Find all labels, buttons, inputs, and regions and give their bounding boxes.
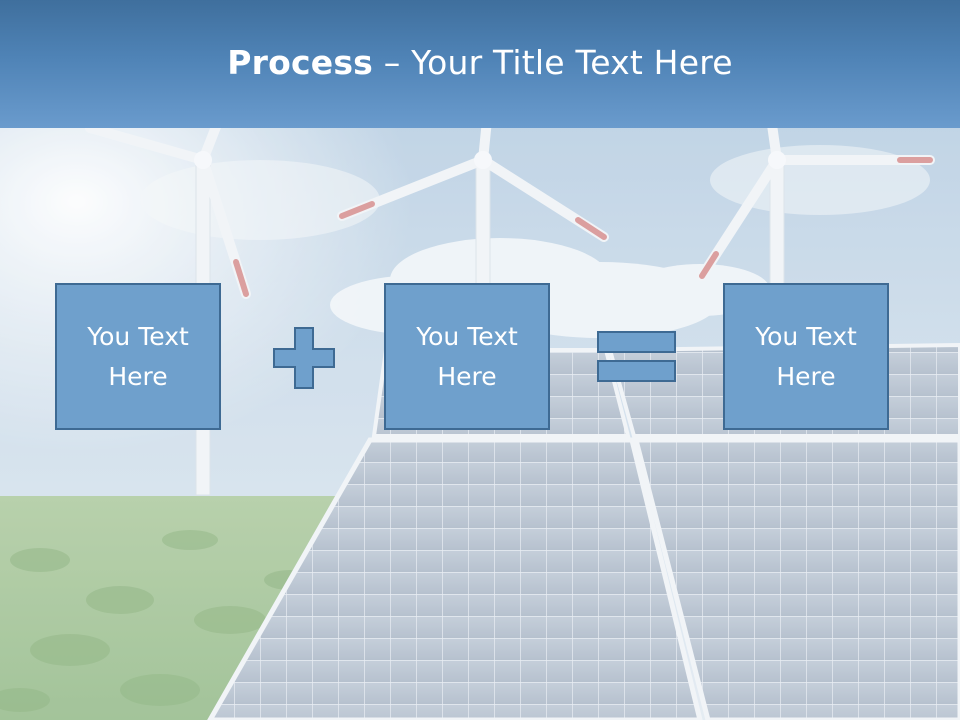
process-box-1[interactable]: You Text Here xyxy=(55,283,221,430)
process-box-1-line1: You Text xyxy=(87,321,189,351)
process-box-3-line2: Here xyxy=(776,361,836,391)
process-box-3[interactable]: You Text Here xyxy=(723,283,889,430)
slide-title: Process – Your Title Text Here xyxy=(227,43,733,82)
title-bold-text: Process xyxy=(227,42,374,82)
process-box-2-line2: Here xyxy=(437,361,497,391)
equals-icon xyxy=(597,331,676,382)
plus-icon xyxy=(273,327,335,389)
process-box-1-line2: Here xyxy=(108,361,168,391)
title-bar: Process – Your Title Text Here xyxy=(0,0,960,128)
process-box-2[interactable]: You Text Here xyxy=(384,283,550,430)
process-box-2-text: You Text Here xyxy=(416,317,518,397)
process-box-3-text: You Text Here xyxy=(755,317,857,397)
process-box-1-text: You Text Here xyxy=(87,317,189,397)
process-box-3-line1: You Text xyxy=(755,321,857,351)
title-rest-text: – Your Title Text Here xyxy=(373,42,733,82)
process-box-2-line1: You Text xyxy=(416,321,518,351)
